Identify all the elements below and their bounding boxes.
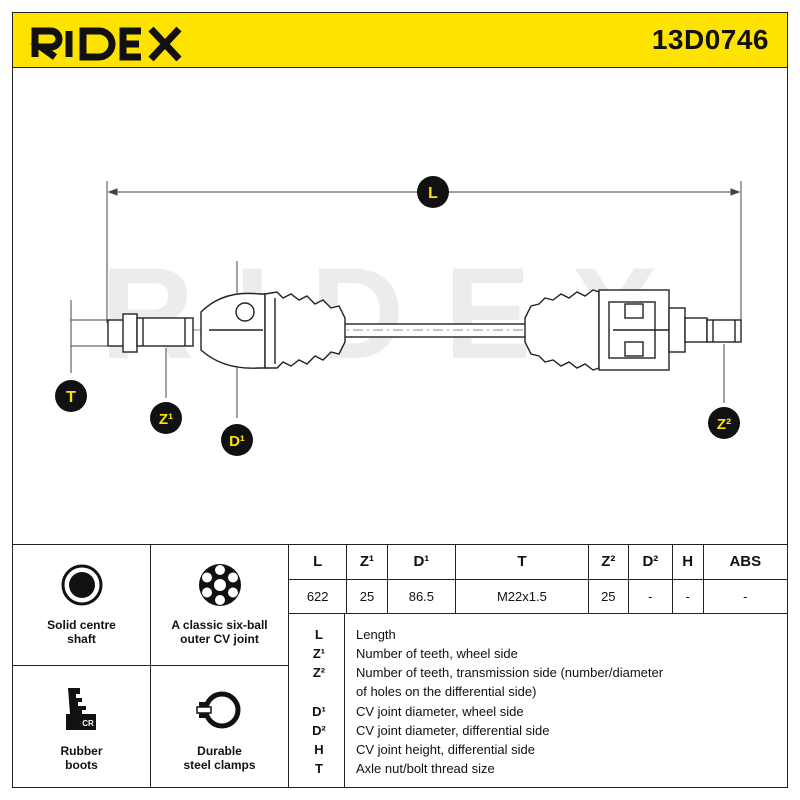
legend-text: Number of teeth, transmission side (numb…	[356, 665, 664, 680]
spec-header: D²	[627, 545, 673, 580]
feature-six-ball-joint: A classic six-ball outer CV joint	[151, 545, 289, 666]
spec-header: D¹	[386, 545, 457, 580]
spec-header: T	[455, 545, 589, 580]
legend-text: Axle nut/bolt thread size	[356, 761, 495, 776]
legend-text: CV joint height, differential side	[356, 742, 535, 757]
legend-code: Z¹	[312, 646, 326, 661]
t-label: T	[66, 389, 76, 406]
d1-marker	[221, 424, 253, 456]
transmission-side-joint	[598, 289, 686, 371]
rubber-boot-icon: CR	[65, 688, 96, 730]
six-ball-cv-joint-icon	[198, 564, 241, 606]
spec-header-row: L Z¹ D¹ T Z² D² H ABS	[289, 545, 787, 580]
spec-value: -	[702, 578, 787, 614]
legend-divider	[344, 613, 345, 788]
shaft-drawing: RIDEX	[13, 68, 787, 544]
spec-value-row: 622 25 86.5 M22x1.5 25 - - -	[289, 578, 787, 614]
legend-text: Number of teeth, wheel side	[356, 646, 518, 661]
legend-code: T	[315, 761, 323, 776]
spec-header: L	[289, 545, 348, 580]
feature-label-line1: Rubber	[60, 744, 103, 758]
legend: L Length Z¹ Number of teeth, wheel side …	[289, 613, 787, 788]
legend-code: D¹	[312, 704, 326, 719]
z2-label: Z²	[717, 416, 731, 433]
l-marker	[417, 176, 449, 208]
spec-value: 622	[289, 578, 348, 614]
steel-clamp-icon	[195, 691, 240, 729]
feature-label-line1: A classic six-ball	[171, 618, 268, 632]
feature-label-line1: Solid centre	[47, 618, 116, 632]
part-number: 13D0746	[651, 24, 769, 55]
spec-value: M22x1.5	[455, 578, 589, 614]
transmission-side-stub	[684, 317, 742, 343]
feature-label-line2: shaft	[67, 632, 96, 646]
header-bar: 13D0746	[13, 13, 787, 68]
legend-text: of holes on the differential side)	[356, 684, 537, 699]
z1-label: Z¹	[159, 411, 173, 428]
z2-marker	[708, 407, 740, 439]
wheel-side-cv-joint	[200, 292, 266, 369]
spec-header: Z¹	[346, 545, 388, 580]
feature-label-line2: boots	[65, 758, 98, 772]
spec-value: -	[627, 578, 673, 614]
z1-marker	[150, 402, 182, 434]
t-dimension	[70, 300, 108, 373]
legend-text: CV joint diameter, wheel side	[356, 704, 524, 719]
feature-label-line2: steel clamps	[183, 758, 256, 772]
spec-header: ABS	[702, 545, 787, 580]
spec-value: -	[671, 578, 704, 614]
d1-label: D¹	[229, 433, 245, 450]
spec-table: L Z¹ D¹ T Z² D² H ABS 622 25 86.5 M22x1.…	[289, 545, 787, 614]
brand-logo	[29, 21, 199, 66]
ridex-logo-icon	[30, 26, 182, 62]
feature-solid-shaft: Solid centre shaft	[13, 545, 151, 666]
legend-code: D²	[312, 723, 326, 738]
specification-section: Solid centre shaft A classic six-ball ou…	[13, 544, 787, 788]
legend-text: CV joint diameter, differential side	[356, 723, 550, 738]
l-label: L	[428, 185, 438, 202]
legend-code: H	[314, 742, 324, 757]
legend-code: Z²	[312, 665, 326, 680]
wheel-side-stub	[107, 313, 194, 353]
spec-value: 25	[587, 578, 629, 614]
drive-shaft-diagram: RIDEX	[55, 176, 742, 456]
solid-shaft-icon	[61, 564, 102, 606]
wheel-side-boot	[264, 291, 346, 369]
spec-header: Z²	[587, 545, 629, 580]
feature-label-line1: Durable	[197, 744, 242, 758]
legend-code: L	[315, 627, 323, 642]
product-sheet: 13D0746 RIDEX	[12, 12, 788, 788]
feature-label-line2: outer CV joint	[180, 632, 259, 646]
spec-value: 86.5	[386, 578, 457, 614]
spec-header: H	[671, 545, 704, 580]
t-marker	[55, 380, 87, 412]
spec-value: 25	[346, 578, 388, 614]
legend-text: Length	[356, 627, 396, 642]
cr-badge: CR	[82, 719, 94, 728]
feature-rubber-boots: CR Rubber boots	[13, 666, 151, 788]
feature-steel-clamps: Durable steel clamps	[151, 666, 289, 788]
